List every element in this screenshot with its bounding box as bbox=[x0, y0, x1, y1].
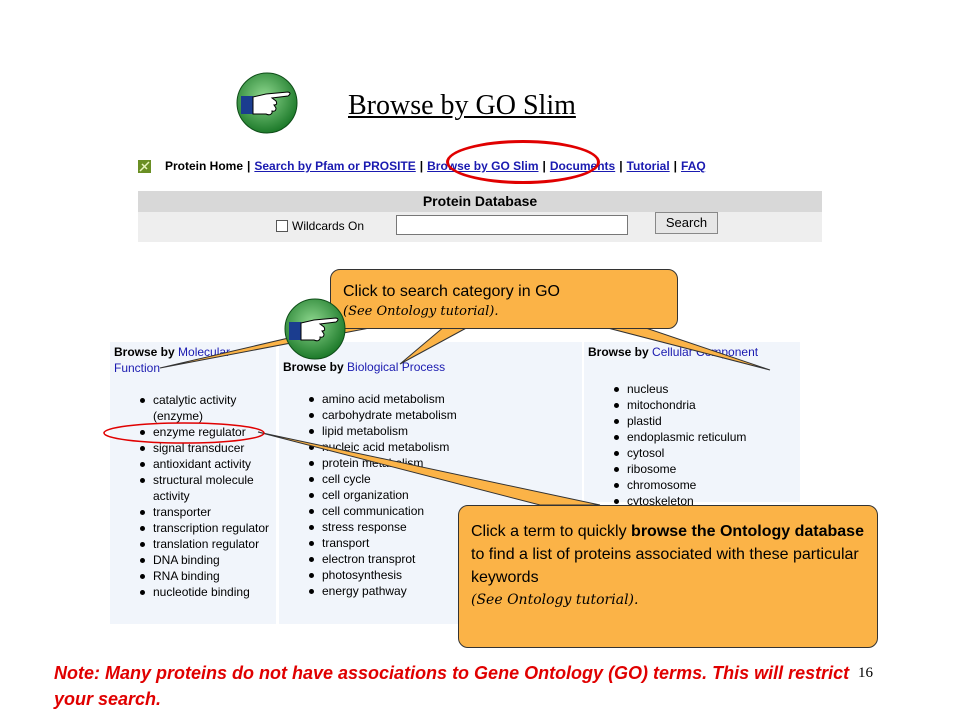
callout-search-category: Click to search category in GO (See Onto… bbox=[330, 269, 678, 329]
list-item[interactable]: carbohydrate metabolism bbox=[309, 407, 582, 423]
cellular-component-column: Browse by Cellular Component nucleus mit… bbox=[584, 342, 800, 508]
list-item[interactable]: chromosome bbox=[614, 477, 800, 493]
list-item[interactable]: DNA binding bbox=[140, 552, 276, 568]
list-item[interactable]: cytoskeleton bbox=[614, 493, 800, 509]
protein-database-header: Protein Database bbox=[138, 191, 822, 212]
list-item[interactable]: translation regulator bbox=[140, 536, 276, 552]
list-item[interactable]: electron transprot bbox=[309, 551, 582, 567]
list-item[interactable]: nucleus bbox=[614, 381, 800, 397]
list-item[interactable]: cell organization bbox=[309, 487, 582, 503]
list-item[interactable]: cell communication bbox=[309, 503, 582, 519]
nav-separator: | bbox=[247, 159, 251, 173]
leaf-icon bbox=[138, 159, 151, 173]
callout-browse-term: Click a term to quickly browse the Ontol… bbox=[458, 505, 878, 648]
callout-tutorial-note: (See Ontology tutorial). bbox=[471, 592, 639, 608]
molecular-function-column: Browse by Molecular Function catalytic a… bbox=[110, 342, 276, 624]
callout-tutorial-note: (See Ontology tutorial). bbox=[343, 304, 499, 319]
nav-link-tutorial[interactable]: Tutorial bbox=[626, 159, 670, 173]
list-item[interactable]: ribosome bbox=[614, 461, 800, 477]
slide-title: Browse by GO Slim bbox=[348, 90, 576, 121]
list-item[interactable]: mitochondria bbox=[614, 397, 800, 413]
list-item[interactable]: lipid metabolism bbox=[309, 423, 582, 439]
wildcards-checkbox[interactable] bbox=[276, 220, 288, 232]
callout-text: Click a term to quickly browse the Ontol… bbox=[471, 523, 864, 586]
callout-text: Click to search category in GO bbox=[343, 283, 560, 300]
column-heading: Browse by Molecular Function bbox=[114, 345, 231, 375]
nav-protein-home[interactable]: Protein Home bbox=[165, 159, 244, 173]
list-item[interactable]: nucleotide binding bbox=[140, 584, 276, 600]
slide-note: Note: Many proteins do not have associat… bbox=[54, 663, 850, 709]
list-item[interactable]: photosynthesis bbox=[309, 567, 582, 583]
nav-separator: | bbox=[673, 159, 678, 173]
pointing-hand-icon bbox=[236, 72, 298, 134]
pointing-hand-icon bbox=[284, 298, 346, 360]
list-item[interactable]: nucleic acid metabolism bbox=[309, 439, 582, 455]
list-item[interactable]: transporter bbox=[140, 504, 276, 520]
column-heading: Browse by Cellular Component bbox=[588, 345, 759, 359]
list-item[interactable]: enzyme regulator bbox=[140, 424, 276, 440]
nav-separator: | bbox=[619, 159, 623, 173]
list-item[interactable]: catalytic activity (enzyme) bbox=[140, 392, 276, 424]
nav-link-search-pfam[interactable]: Search by Pfam or PROSITE bbox=[254, 159, 416, 173]
list-item[interactable]: amino acid metabolism bbox=[309, 391, 582, 407]
list-item[interactable]: structural molecule activity bbox=[140, 472, 276, 504]
list-item[interactable]: plastid bbox=[614, 413, 800, 429]
list-item[interactable]: energy pathway bbox=[309, 583, 582, 599]
list-item[interactable]: RNA binding bbox=[140, 568, 276, 584]
page-number: 16 bbox=[858, 665, 873, 681]
list-item[interactable]: endoplasmic reticulum bbox=[614, 429, 800, 445]
highlight-ellipse bbox=[446, 140, 600, 184]
wildcards-label: Wildcards On bbox=[292, 219, 365, 233]
nav-link-faq[interactable]: FAQ bbox=[681, 159, 706, 173]
list-item[interactable]: transcription regulator bbox=[140, 520, 276, 536]
search-button[interactable]: Search bbox=[655, 212, 718, 234]
biological-process-link[interactable]: Biological Process bbox=[347, 360, 446, 374]
search-input[interactable] bbox=[396, 215, 628, 235]
list-item[interactable]: cytosol bbox=[614, 445, 800, 461]
nav-separator: | bbox=[419, 159, 424, 173]
list-item[interactable]: stress response bbox=[309, 519, 582, 535]
cellular-component-link[interactable]: Cellular Component bbox=[652, 345, 759, 359]
list-item[interactable]: transport bbox=[309, 535, 582, 551]
list-item[interactable]: protein metabolism bbox=[309, 455, 582, 471]
list-item[interactable]: cell cycle bbox=[309, 471, 582, 487]
list-item[interactable]: antioxidant activity bbox=[140, 456, 276, 472]
list-item[interactable]: signal transducer bbox=[140, 440, 276, 456]
wildcards-option[interactable]: Wildcards On bbox=[276, 219, 364, 233]
